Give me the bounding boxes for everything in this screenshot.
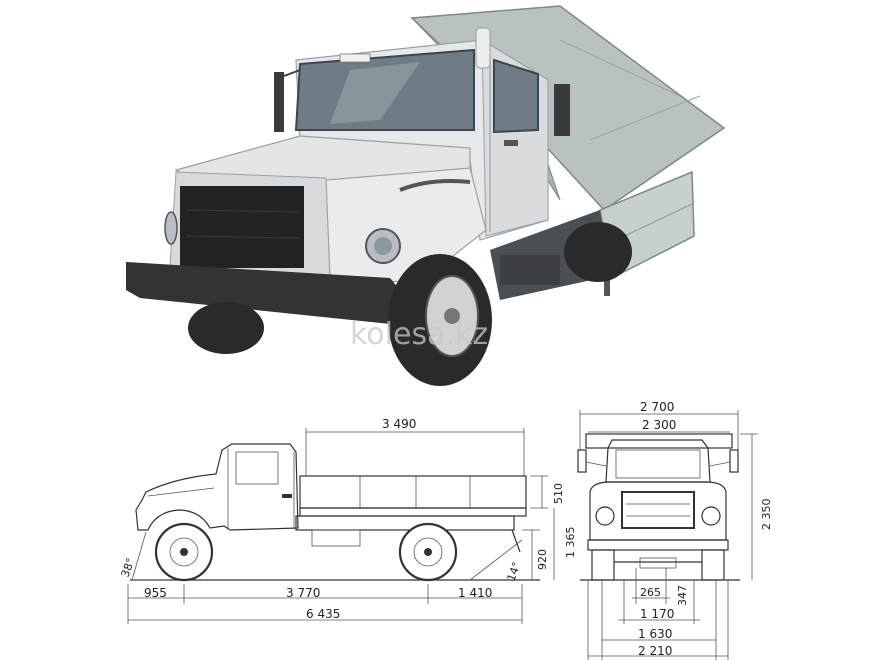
dim-total-length: 6 435 [306,607,340,621]
front-bumper [126,262,410,326]
approach-angle: 38° [119,556,138,579]
departure-angle: 14° [505,560,524,583]
rear-wheel [564,222,632,282]
grille [169,171,331,283]
dim-platform-height: 1 365 [564,527,577,559]
dim-wheelbase: 3 770 [286,586,320,600]
right-mirror-icon [554,84,570,136]
truck-photo: kolesa.kz [126,5,726,386]
front-left-wheel [188,302,264,354]
dim-total-height: 2 350 [760,499,773,531]
side-cargo-body [299,475,527,517]
side-view-drawing: 38° 14° 3 490 510 1 365 920 955 3 770 1 … [119,417,577,624]
dim-side-height: 510 [552,483,565,504]
front-right-mirror-icon [729,449,739,473]
dim-axle-clearance: 347 [676,585,689,606]
hood [174,135,487,283]
cab [274,27,570,241]
dim-track-rear: 1 170 [640,607,674,621]
front-right-headlight-icon [701,506,721,526]
front-view-drawing: 2 700 2 300 2 350 265 [577,400,773,660]
side-front-wheel [154,522,214,582]
dim-total-width: 2 210 [638,644,672,658]
dim-frame-height: 920 [536,549,549,570]
dim-front-overhang: 955 [144,586,167,600]
front-left-headlight-icon [595,506,615,526]
left-headlight-icon [164,211,178,245]
dim-rear-overhang: 1 410 [458,586,492,600]
dim-body-length: 3 490 [382,417,416,431]
dim-track-front: 1 630 [638,627,672,641]
front-left-mirror-icon [577,449,587,473]
radiator-grille [180,186,304,268]
dim-body-width: 2 700 [640,400,674,414]
side-cab [135,443,299,531]
dim-inner-width: 2 300 [642,418,676,432]
watermark: kolesa.kz [350,317,488,352]
dim-ground-clearance: 265 [640,586,661,599]
left-mirror-icon [274,72,284,132]
side-rear-wheel [398,522,458,582]
